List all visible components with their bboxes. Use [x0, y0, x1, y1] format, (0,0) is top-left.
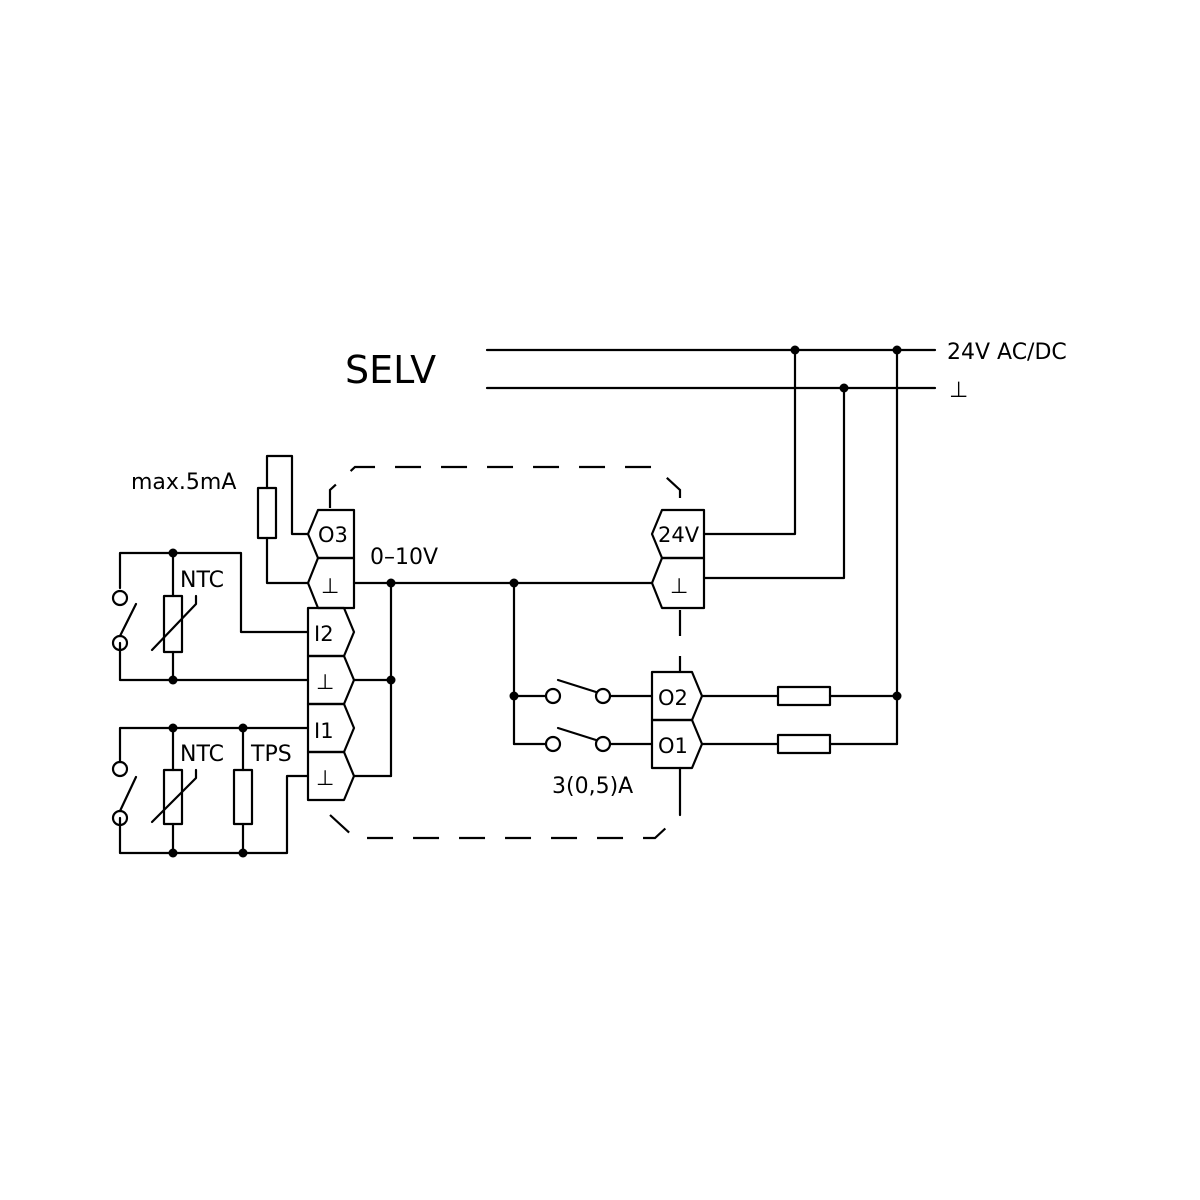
resistor — [256, 486, 278, 540]
junction-dot — [168, 848, 178, 858]
supply-ground-label: ⊥ — [949, 378, 968, 403]
supply-connections — [702, 348, 899, 746]
selv-label: SELV — [345, 348, 436, 392]
relay-blade — [556, 678, 598, 694]
device-outline — [328, 465, 682, 840]
switch-blade — [118, 602, 138, 638]
ntc-thermistor — [162, 768, 184, 826]
relay-outputs: 3(0,5)A — [509, 581, 902, 799]
load-o1 — [776, 733, 832, 755]
supply-voltage-label: 24V AC/DC — [947, 340, 1067, 365]
junction-dot — [168, 723, 178, 733]
terminal-i2 — [306, 606, 356, 658]
relay-contact — [544, 687, 562, 705]
terminal-o1-label: O1 — [658, 734, 688, 758]
tps-resistor — [232, 768, 254, 826]
input-i1-circuit: NTC TPS — [111, 723, 310, 858]
terminal-o1 — [650, 718, 704, 770]
relay-blade — [556, 726, 598, 742]
ntc-label: NTC — [180, 742, 224, 767]
junction-dot — [238, 723, 248, 733]
switch-blade — [118, 775, 138, 813]
terminal-i1-ground — [306, 750, 356, 802]
terminal-i1 — [306, 702, 356, 754]
tps-label: TPS — [250, 742, 292, 767]
junction-dot — [386, 675, 396, 685]
right-terminal-block: 24V ⊥ O2 O1 — [650, 508, 706, 817]
max-current-label: max.5mA — [131, 470, 236, 495]
analog-output-label: 0–10V — [370, 545, 438, 570]
terminal-24v-label: 24V — [658, 523, 700, 547]
terminal-24v-ground-label: ⊥ — [670, 574, 688, 598]
relay-contact — [544, 735, 562, 753]
junction-dot — [168, 675, 178, 685]
left-ground-bus — [352, 581, 396, 778]
terminal-i2-ground — [306, 654, 356, 706]
relay-contact — [594, 687, 612, 705]
ntc-label: NTC — [180, 568, 224, 593]
junction-dot — [168, 548, 178, 558]
terminal-i1-ground-label: ⊥ — [316, 766, 334, 790]
junction-dot — [509, 691, 519, 701]
junction-dot — [238, 848, 248, 858]
terminal-i2-ground-label: ⊥ — [316, 670, 334, 694]
supply-rails: SELV 24V AC/DC ⊥ — [345, 340, 1067, 403]
relay-contact — [594, 735, 612, 753]
terminal-i1-label: I1 — [314, 719, 334, 743]
left-terminal-block: O3 ⊥ I2 ⊥ I1 ⊥ — [306, 508, 356, 802]
load-o2 — [776, 685, 832, 707]
switch-contact — [111, 589, 129, 607]
terminal-24v-ground — [650, 556, 706, 610]
relay-rating-label: 3(0,5)A — [552, 774, 633, 799]
analog-output-circuit: max.5mA 0–10V — [131, 454, 654, 588]
terminal-o3-label: O3 — [318, 523, 348, 547]
ntc-thermistor — [162, 594, 184, 654]
input-i2-circuit: NTC — [111, 548, 310, 685]
terminal-i2-label: I2 — [314, 622, 334, 646]
switch-contact — [111, 760, 129, 778]
terminal-o2-label: O2 — [658, 686, 688, 710]
terminal-o3-ground-label: ⊥ — [321, 574, 339, 598]
terminal-o2 — [650, 670, 704, 722]
